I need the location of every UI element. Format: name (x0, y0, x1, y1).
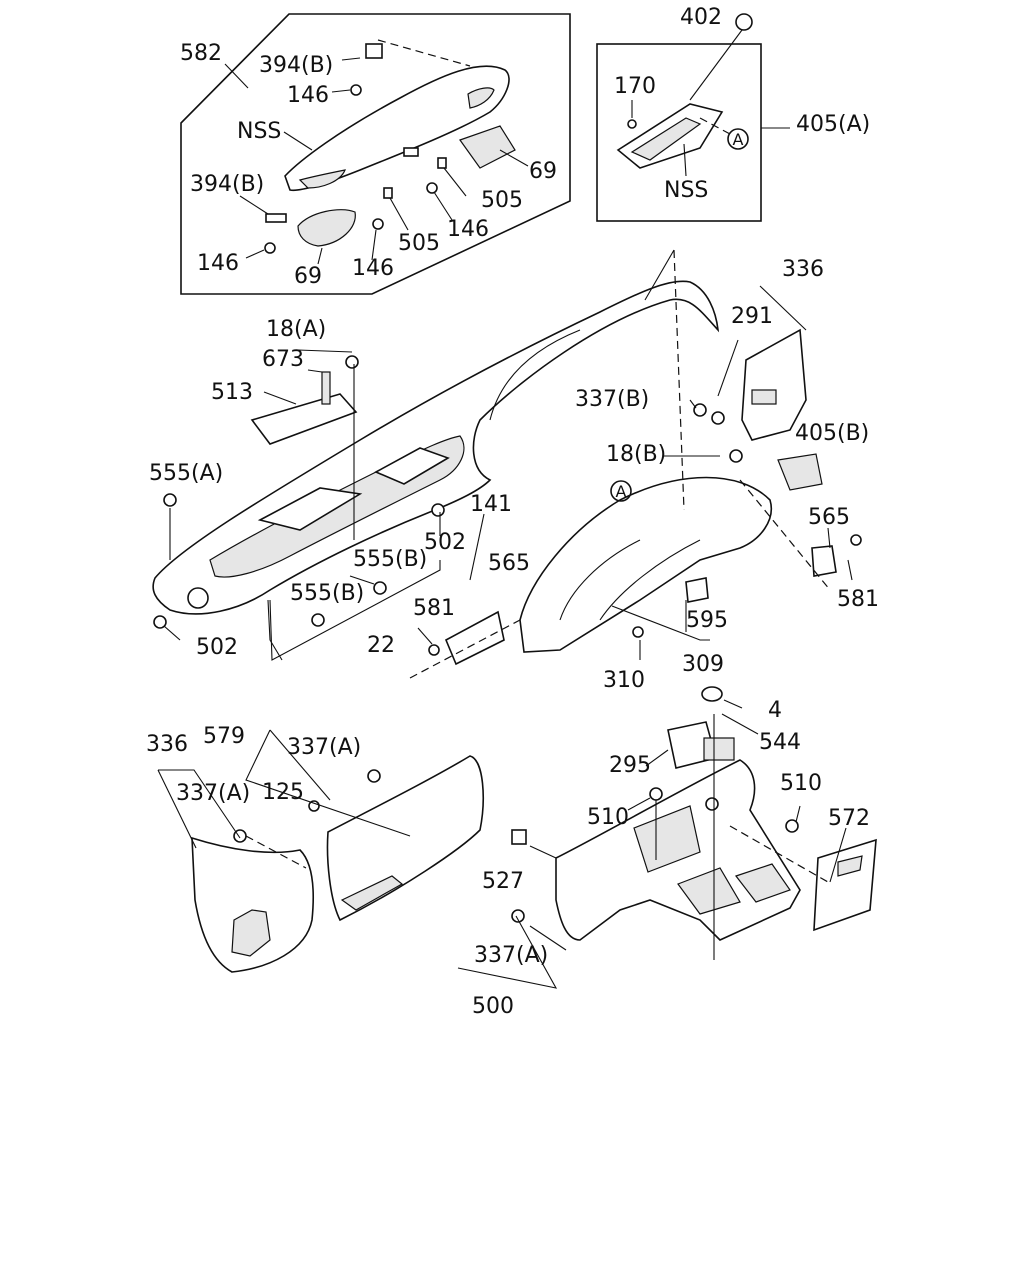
label-310: 310 (603, 668, 645, 693)
label-513: 513 (211, 380, 253, 405)
label-146-1: 146 (287, 83, 329, 108)
label-555a: 555(A) (149, 461, 223, 486)
label-581-1: 581 (413, 596, 455, 621)
label-502-2: 502 (196, 635, 238, 660)
svg-text:A: A (616, 482, 627, 501)
label-170: 170 (614, 74, 656, 99)
label-336-1: 336 (782, 257, 824, 282)
label-337a-3: 337(A) (474, 943, 548, 968)
label-295: 295 (609, 753, 651, 778)
label-505-1: 505 (398, 231, 440, 256)
callout-circle-a-mid: A (610, 480, 632, 502)
label-146-3: 146 (352, 256, 394, 281)
label-527: 527 (482, 869, 524, 894)
label-18a: 18(A) (266, 317, 326, 342)
label-4: 4 (768, 698, 782, 723)
label-nss-2: NSS (664, 178, 708, 203)
label-405b: 405(B) (795, 421, 869, 446)
label-572: 572 (828, 806, 870, 831)
label-125: 125 (262, 780, 304, 805)
label-291: 291 (731, 304, 773, 329)
label-581-2: 581 (837, 587, 879, 612)
label-510-2: 510 (587, 805, 629, 830)
label-579: 579 (203, 724, 245, 749)
label-394b-2: 394(B) (190, 172, 264, 197)
label-500: 500 (472, 994, 514, 1019)
callout-circle-a-top: A (727, 128, 749, 150)
label-673: 673 (262, 347, 304, 372)
instrument-panel-main (152, 249, 862, 679)
label-510-1: 510 (780, 771, 822, 796)
label-337a-1: 337(A) (287, 735, 361, 760)
label-544: 544 (759, 730, 801, 755)
inset-box-405a (596, 13, 790, 222)
center-console (457, 686, 877, 989)
label-146-2: 146 (197, 251, 239, 276)
label-69-2: 69 (529, 159, 557, 184)
label-337b: 337(B) (575, 387, 649, 412)
label-565-2: 565 (808, 505, 850, 530)
label-555b-1: 555(B) (353, 547, 427, 572)
label-18b: 18(B) (606, 442, 666, 467)
label-22: 22 (367, 633, 395, 658)
label-69-1: 69 (294, 264, 322, 289)
label-nss-1: NSS (237, 119, 281, 144)
svg-text:A: A (733, 130, 744, 149)
label-337a-2: 337(A) (176, 781, 250, 806)
inset-box-582 (180, 13, 571, 295)
lower-left-panels (157, 729, 484, 973)
label-505-2: 505 (481, 188, 523, 213)
label-146-4: 146 (447, 217, 489, 242)
label-595: 595 (686, 608, 728, 633)
label-565-1: 565 (488, 551, 530, 576)
label-141: 141 (470, 492, 512, 517)
label-402: 402 (680, 5, 722, 30)
label-336-2: 336 (146, 732, 188, 757)
label-394b-1: 394(B) (259, 53, 333, 78)
label-582: 582 (180, 41, 222, 66)
label-502-1: 502 (424, 530, 466, 555)
label-555b-2: 555(B) (290, 581, 364, 606)
part-labels: 582 394(B) 146 NSS 394(B) 146 69 146 505… (146, 5, 879, 1019)
label-309: 309 (682, 652, 724, 677)
label-405a: 405(A) (796, 112, 870, 137)
